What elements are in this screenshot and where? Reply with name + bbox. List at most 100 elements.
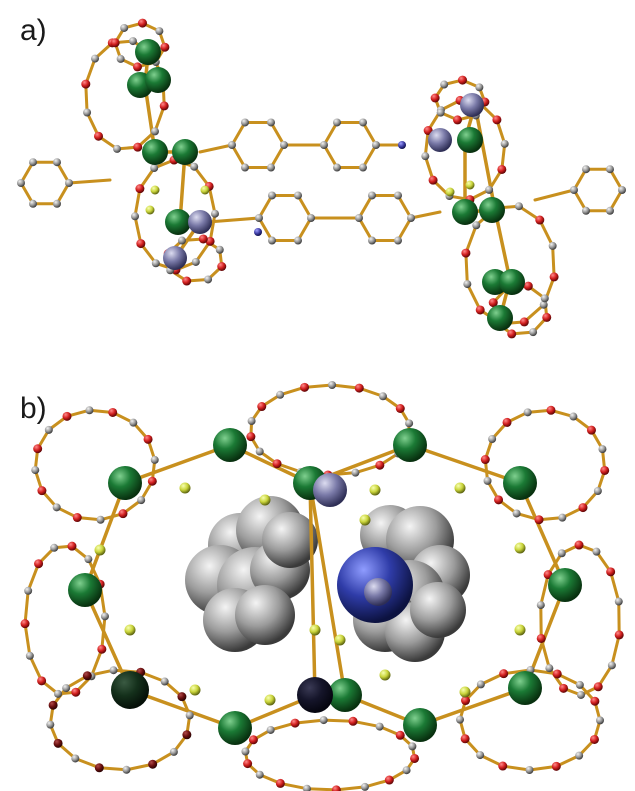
carbon-atom	[483, 476, 492, 485]
sulfur-atom	[200, 185, 210, 195]
carbon-atom	[456, 715, 465, 724]
metal-green-atom	[393, 428, 427, 462]
carbon-atom	[575, 680, 584, 689]
bond	[357, 193, 374, 220]
carbon-atom	[307, 214, 315, 222]
metal-violet-atom	[188, 210, 212, 234]
oxygen-atom	[523, 281, 533, 291]
bond	[361, 120, 378, 147]
bond	[26, 562, 41, 593]
sulfur-atom	[259, 494, 271, 506]
carbon-atom	[24, 586, 33, 595]
carbon-atom	[558, 513, 567, 522]
bond	[207, 184, 217, 216]
sulfur-atom	[189, 684, 201, 696]
carbon-atom	[17, 179, 25, 187]
carbon-atom	[488, 434, 497, 443]
panel-a-label: a)	[20, 14, 47, 47]
carbon-atom	[228, 141, 236, 149]
oxygen-atom	[549, 272, 559, 282]
metal-green-atom	[499, 269, 525, 295]
sulfur-atom	[379, 669, 391, 681]
carbon-atom	[210, 209, 219, 218]
carbon-atom	[582, 165, 590, 174]
bond	[303, 383, 334, 389]
oxygen-atom	[108, 407, 118, 417]
carbon-atom	[614, 597, 623, 606]
carbon-atom	[100, 612, 109, 621]
oxygen-atom	[600, 465, 610, 475]
oxygen-atom	[348, 716, 358, 726]
bond	[230, 143, 247, 170]
carbon-atom	[408, 742, 417, 751]
oxygen-atom	[428, 175, 438, 185]
carbon-atom	[266, 725, 275, 734]
carbon-atom	[50, 543, 59, 552]
carbon-atom	[595, 716, 604, 725]
oxygen-atom	[534, 515, 544, 525]
carbon-atom	[368, 236, 376, 245]
carbon-atom	[29, 199, 37, 208]
carbon-atom	[241, 163, 249, 172]
panel-b-atoms	[20, 381, 624, 791]
oxygen-atom	[147, 476, 157, 486]
carbon-atom	[96, 515, 105, 524]
metal-green-atom	[135, 39, 161, 65]
bond	[269, 143, 286, 170]
oxygen-atom	[502, 417, 512, 427]
oxygen-atom	[135, 184, 145, 194]
oxygen-atom	[606, 567, 616, 577]
bond	[84, 82, 89, 114]
oxygen-atom	[160, 42, 170, 52]
oxygen-atom	[480, 455, 490, 465]
sulfur-atom	[309, 624, 321, 636]
oxygen-atom	[94, 131, 104, 141]
panel-b-structure	[20, 381, 624, 791]
oxygen-atom	[453, 115, 463, 125]
bond	[361, 143, 378, 170]
carbon-atom	[294, 191, 302, 200]
sulfur-atom	[94, 544, 106, 556]
carbon-atom	[402, 766, 411, 775]
bond	[230, 120, 247, 147]
guest-atom-sphere	[262, 512, 318, 568]
guest-space-fill-molecules	[185, 496, 470, 662]
carbon-atom	[71, 754, 80, 763]
carbon-atom	[529, 328, 538, 337]
bond	[396, 193, 413, 220]
carbon-atom	[548, 241, 557, 250]
sulfur-atom	[445, 187, 455, 197]
carbon-atom	[91, 54, 100, 63]
oxygen-atom	[110, 38, 120, 48]
metal-violet-atom	[428, 128, 452, 152]
carbon-atom	[85, 406, 94, 415]
bond	[153, 104, 166, 133]
bond	[278, 781, 309, 791]
bond	[357, 216, 374, 243]
metal-violet-atom	[163, 246, 187, 270]
oxygen-atom	[159, 101, 169, 111]
oxygen-atom	[198, 234, 208, 244]
bond	[23, 622, 32, 658]
oxygen-atom	[535, 215, 545, 225]
carbon-atom	[116, 54, 125, 63]
bond	[28, 654, 44, 683]
bond	[409, 210, 442, 220]
oxygen-atom	[97, 644, 107, 654]
carbon-atom	[500, 139, 509, 148]
carbon-atom	[545, 664, 554, 673]
carbon-atom	[122, 765, 131, 774]
carbon-atom	[333, 163, 341, 172]
bond	[464, 251, 469, 286]
oxygen-atom	[578, 503, 588, 513]
metal-green-atom	[68, 573, 102, 607]
carbon-atom	[421, 152, 430, 161]
oxygen-atom	[488, 298, 498, 308]
metal-green-atom	[108, 466, 142, 500]
bond	[464, 223, 478, 255]
bond	[322, 120, 339, 147]
nitrogen-atom	[254, 228, 262, 236]
oxygen-atom	[205, 236, 215, 246]
carbon-atom	[333, 118, 341, 127]
sulfur-atom	[359, 514, 371, 526]
